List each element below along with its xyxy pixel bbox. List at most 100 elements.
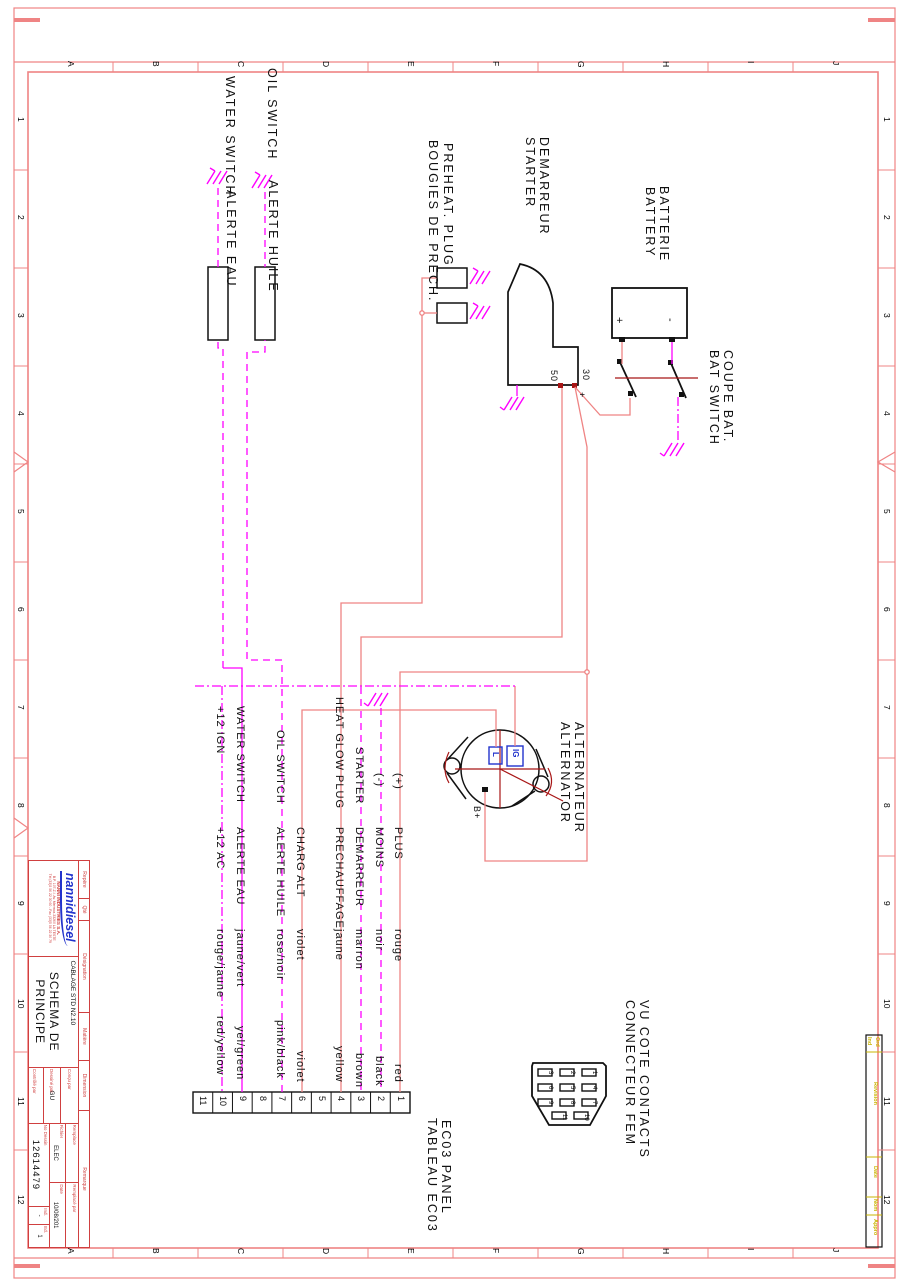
battery-minus-sign: - <box>664 318 676 323</box>
header-qte: Qté <box>79 899 89 921</box>
terminal-cell-2: 2 <box>375 1096 386 1102</box>
wire-function-en-4: HEAT GLOW PLUG <box>333 697 345 810</box>
connector-pin-6 <box>537 1083 553 1092</box>
revision-cell-revision: Revision <box>872 1082 878 1105</box>
battery-symbol <box>611 287 688 339</box>
revision-cell-ord: Ord <box>874 1037 880 1047</box>
wire-color-fr-1: rouge <box>392 929 404 963</box>
grid-letter-top-D: D <box>320 61 331 68</box>
company-cell: nannidiesel NANNI INDUSTRIES S.A. B.P. 1… <box>28 861 78 957</box>
ed-label: Ed. <box>43 1226 48 1233</box>
grid-letter-top-A: A <box>65 61 76 67</box>
remplace-par-label: Remplacé par <box>72 1184 77 1213</box>
battery-label-en: BATTERY <box>643 187 657 258</box>
connector-pin-number-4: 4 <box>591 1086 597 1090</box>
revision-cell-nom: Nom <box>872 1199 878 1212</box>
ground-symbols <box>206 167 685 707</box>
grid-number-right-9: 9 <box>882 901 892 906</box>
alternator-arc-left <box>444 751 450 784</box>
connector-pin-number-5: 5 <box>569 1086 575 1090</box>
wire-function-fr-1: PLUS <box>392 827 404 860</box>
grid-number-right-3: 3 <box>882 313 892 318</box>
drawing-ref: CABLAGE STD N2.10 <box>69 960 76 1026</box>
grid-number-left-8: 8 <box>16 803 26 808</box>
wire-color-en-4: yellow <box>333 1046 345 1083</box>
grid-number-right-6: 6 <box>882 607 892 612</box>
grid-number-right-11: 11 <box>882 1097 892 1106</box>
dark-red-details <box>444 377 698 808</box>
grid-number-left-12: 12 <box>16 1195 26 1205</box>
connector-pin-7 <box>581 1098 597 1107</box>
date-value: 10/08/201 <box>52 1201 58 1229</box>
grid-letter-top-H: H <box>660 61 671 68</box>
connector-pin-number-6: 6 <box>547 1086 553 1090</box>
ind-label: Ind. <box>43 1208 48 1216</box>
company-address-2: Tél (33)5 56 22 30 60 - Fax (33)5 56 22 … <box>48 873 52 943</box>
fichier-label: Fichier <box>59 1124 64 1139</box>
panel-label-fr: TABLEAU EC03 <box>425 1118 439 1233</box>
revision-cell-appro: Appro <box>872 1219 878 1236</box>
preheat-label-en: PREHEAT. PLUG <box>441 143 455 267</box>
battery-label-fr: BATTERIE <box>657 186 671 263</box>
terminal-dots <box>482 337 684 792</box>
header-matiere: Matière <box>79 1013 89 1061</box>
starter-label-en: STARTER <box>523 137 537 209</box>
starter-terminals <box>558 383 577 388</box>
no-dessin-value: 12614479 <box>30 1139 41 1191</box>
dessine-par-label: Dessiné par <box>49 1068 55 1093</box>
wire-function-en-9: WATER SWITCH <box>234 706 246 803</box>
wire-color-en-3: brown <box>353 1053 365 1088</box>
date-label: Date <box>59 1184 64 1194</box>
header-dimension: Dimension <box>79 1061 89 1111</box>
alternator-label-fr: ALTERNATEUR <box>572 722 586 834</box>
concu-par-label: Conçu par <box>67 1068 72 1090</box>
connector-pin-number-9: 9 <box>547 1101 553 1105</box>
company-address-1: B.P. 107-Z.I. Av. Mermoz-33260 LA TESTE <box>52 875 56 941</box>
water-switch-label: WATER SWITCH <box>223 76 237 197</box>
grid-number-left-1: 1 <box>16 117 26 122</box>
header-repere: Repère <box>79 861 89 899</box>
ind-value: - <box>36 1214 42 1217</box>
terminal-cell-5: 5 <box>316 1096 327 1102</box>
connector-pin-number-11: 11 <box>561 1114 567 1121</box>
grid-letter-top-I: I <box>745 61 756 64</box>
no-dessin-label: No Dessin <box>43 1124 48 1146</box>
terminal-cell-8: 8 <box>257 1096 268 1102</box>
connector-pin-2 <box>559 1068 575 1077</box>
wire-glow <box>340 277 437 1092</box>
grid-letter-top-E: E <box>405 61 416 67</box>
wire-function-fr-4: PRECHAUFFAGE <box>333 827 345 929</box>
connector-pin-1 <box>581 1068 597 1077</box>
alternator-ear-left <box>443 757 461 775</box>
starter-symbol <box>507 263 579 386</box>
starter-label-fr: DEMARREUR <box>537 137 551 236</box>
wire-function-en-1: (+) <box>392 773 404 790</box>
ground-icon <box>469 302 491 320</box>
grid-letter-bottom-A: A <box>65 1248 76 1254</box>
connector-pin-number-7: 7 <box>591 1101 597 1105</box>
grid-number-left-7: 7 <box>16 705 26 710</box>
ig-terminal-label: IG <box>511 749 520 758</box>
title-block-header-row: Repère Qté Désignation Matière Dimension… <box>78 861 89 1247</box>
grid-number-right-10: 10 <box>882 999 892 1009</box>
grid-number-right-2: 2 <box>882 215 892 220</box>
drawing-title: SCHEMA DE PRINCIPE <box>33 971 61 1052</box>
bplus-terminal <box>482 787 488 792</box>
grid-number-right-1: 1 <box>882 117 892 122</box>
grid-letter-bottom-H: H <box>660 1248 671 1255</box>
fichier-value: ELEC <box>52 1145 58 1161</box>
l-terminal-label: L <box>491 752 500 757</box>
wire-function-fr-6: CHARG ALT <box>294 827 306 898</box>
terminal-cell-6: 6 <box>297 1096 307 1102</box>
ground-icon <box>469 267 491 285</box>
terminal-cell-10: 10 <box>218 1096 229 1107</box>
grid-number-right-8: 8 <box>882 803 892 808</box>
wire-function-fr-9: ALERTE EAU <box>234 827 246 906</box>
connector-pin-number-10: 10 <box>583 1114 589 1121</box>
terminal-cell-11: 11 <box>198 1096 209 1106</box>
revision-strip-box <box>865 1034 883 1248</box>
title-cell: CABLAGE STD N2.10 SCHEMA DE PRINCIPE <box>28 956 78 1068</box>
connector-pin-number-8: 8 <box>569 1101 575 1105</box>
controle-par-label: Contrôlé par <box>32 1068 37 1094</box>
